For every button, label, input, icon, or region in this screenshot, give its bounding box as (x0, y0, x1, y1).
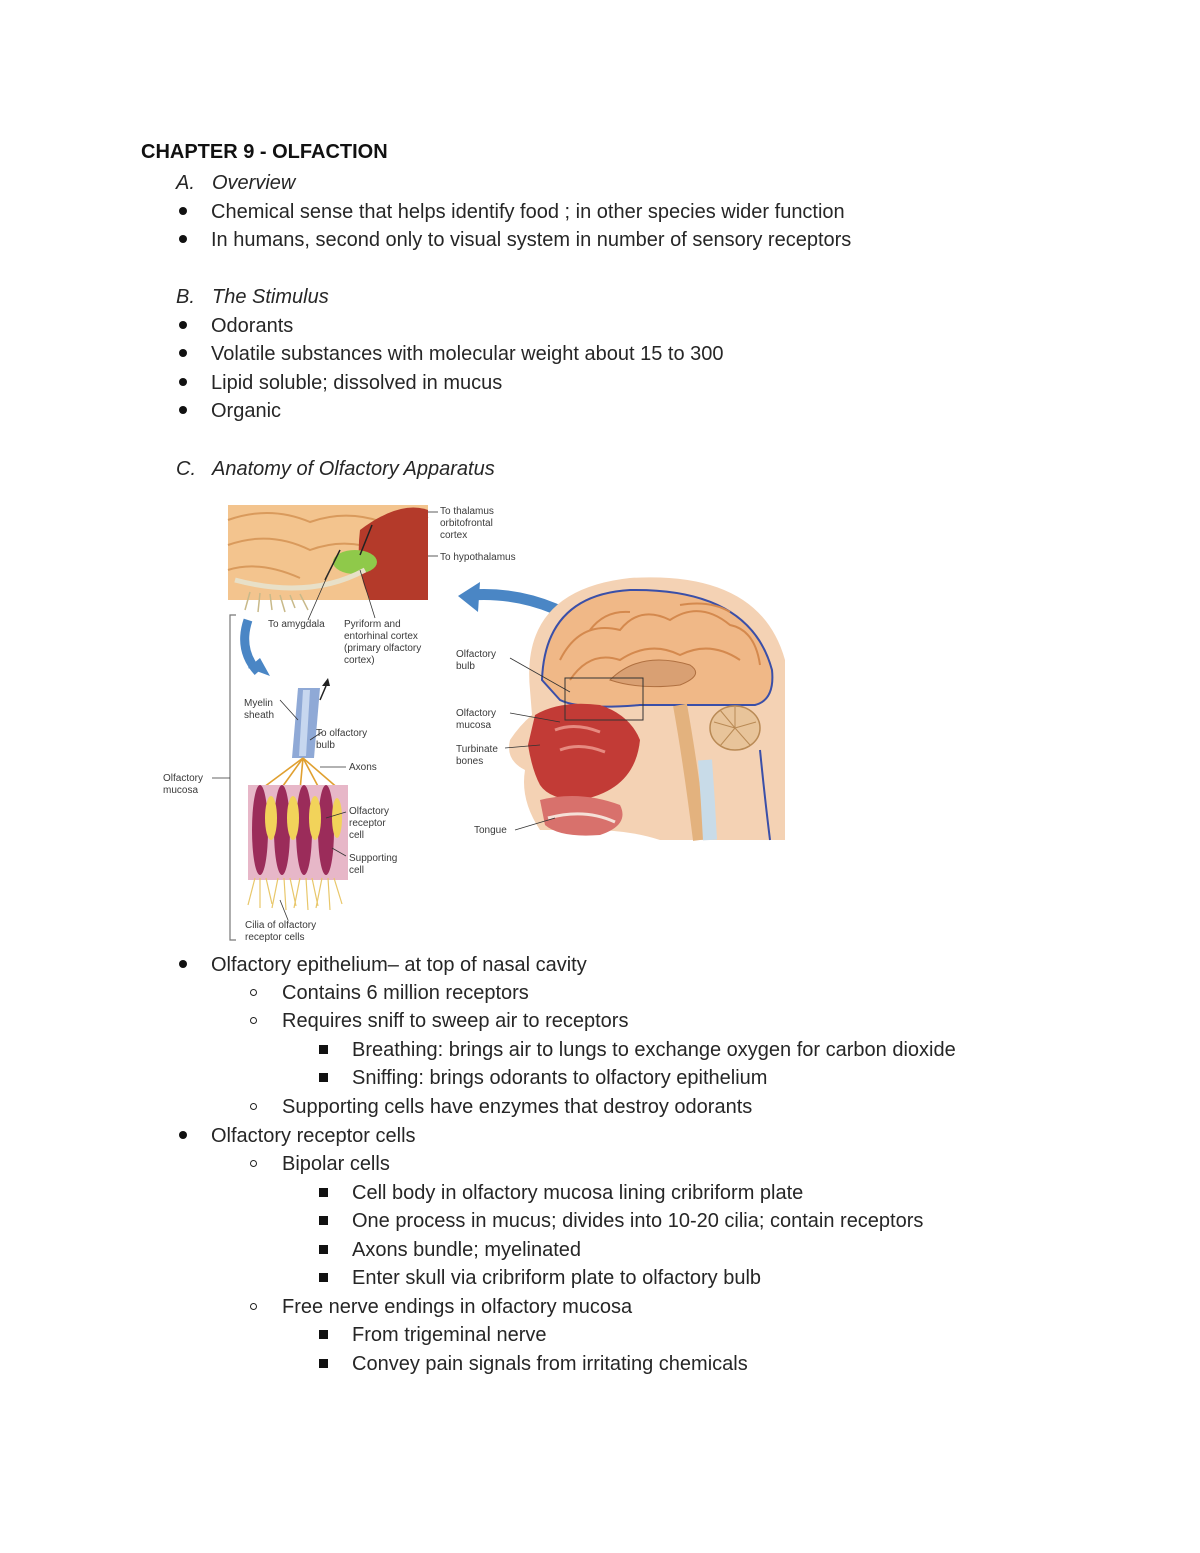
svg-text:mucosa: mucosa (163, 785, 198, 796)
svg-text:bulb: bulb (456, 661, 475, 672)
svg-text:receptor cells: receptor cells (245, 932, 304, 943)
bullet-icon (179, 378, 187, 386)
svg-text:sheath: sheath (244, 710, 274, 721)
bullet-icon (179, 1131, 187, 1139)
label-tongue: Tongue (474, 825, 507, 836)
svg-text:entorhinal cortex: entorhinal cortex (344, 631, 418, 642)
svg-text:bulb: bulb (316, 740, 335, 751)
square-bullet-icon (319, 1045, 328, 1054)
list-item: Chemical sense that helps identify food … (176, 200, 845, 224)
label-supporting-cell: Supporting (349, 853, 397, 864)
square-bullet-icon (319, 1216, 328, 1225)
list-item: Convey pain signals from irritating chem… (317, 1352, 748, 1376)
label-to-olfactory-bulb: To olfactory (316, 728, 367, 739)
svg-text:(primary olfactory: (primary olfactory (344, 643, 421, 654)
bullet-icon (179, 235, 187, 243)
label-olfactory-mucosa-left: Olfactory (163, 773, 203, 784)
list-item: Organic (176, 399, 281, 423)
hollow-bullet-icon (250, 1103, 257, 1110)
bullet-icon (179, 349, 187, 357)
section-a-heading: A. Overview (176, 171, 295, 195)
olfactory-anatomy-figure: To thalamus orbitofrontal cortex To hypo… (160, 500, 790, 945)
hollow-bullet-icon (250, 1303, 257, 1310)
axon-bundle (279, 678, 330, 758)
square-bullet-icon (319, 1273, 328, 1282)
square-bullet-icon (319, 1188, 328, 1197)
list-item: Free nerve endings in olfactory mucosa (247, 1295, 632, 1319)
section-c-letter: C. (176, 458, 196, 480)
label-turbinate-bones: Turbinate (456, 744, 498, 755)
square-bullet-icon (319, 1330, 328, 1339)
list-item: Supporting cells have enzymes that destr… (247, 1095, 752, 1119)
bullet-icon (179, 207, 187, 215)
list-item: Enter skull via cribriform plate to olfa… (317, 1266, 761, 1290)
section-a-title: Overview (212, 172, 296, 194)
list-item: Requires sniff to sweep air to receptors (247, 1009, 628, 1033)
section-c-heading: C. Anatomy of Olfactory Apparatus (176, 457, 495, 481)
label-to-hypothalamus: To hypothalamus (440, 552, 516, 563)
hollow-bullet-icon (250, 989, 257, 996)
list-item: Odorants (176, 314, 293, 338)
list-item: Bipolar cells (247, 1152, 390, 1176)
hollow-bullet-icon (250, 1017, 257, 1024)
bullet-icon (179, 321, 187, 329)
receptor-cell-layer (247, 757, 348, 921)
figure-labels: To thalamus orbitofrontal cortex To hypo… (163, 506, 516, 943)
svg-text:mucosa: mucosa (456, 720, 491, 731)
square-bullet-icon (319, 1073, 328, 1082)
list-item: From trigeminal nerve (317, 1323, 547, 1347)
label-axons: Axons (349, 762, 377, 773)
label-olfactory-bulb: Olfactory (456, 649, 496, 660)
label-olfactory-mucosa-right: Olfactory (456, 708, 496, 719)
list-item: Contains 6 million receptors (247, 981, 529, 1005)
svg-text:cell: cell (349, 865, 364, 876)
svg-text:orbitofrontal: orbitofrontal (440, 518, 493, 529)
label-cilia: Cilia of olfactory (245, 920, 316, 931)
section-a-letter: A. (176, 172, 195, 194)
list-item: Olfactory epithelium– at top of nasal ca… (176, 953, 587, 977)
list-item: Lipid soluble; dissolved in mucus (176, 371, 502, 395)
list-item: Cell body in olfactory mucosa lining cri… (317, 1181, 803, 1205)
list-item: Sniffing: brings odorants to olfactory e… (317, 1066, 767, 1090)
section-b-heading: B. The Stimulus (176, 285, 329, 309)
svg-text:cell: cell (349, 830, 364, 841)
svg-text:cortex): cortex) (344, 655, 375, 666)
label-pyriform: Pyriform and (344, 619, 401, 630)
square-bullet-icon (319, 1245, 328, 1254)
list-item: Breathing: brings air to lungs to exchan… (317, 1038, 956, 1062)
brain-base-inset (227, 505, 438, 621)
label-to-thalamus: To thalamus (440, 506, 494, 517)
section-b-letter: B. (176, 286, 195, 308)
list-item: Axons bundle; myelinated (317, 1238, 581, 1262)
label-to-amygdala: To amygdala (268, 619, 325, 630)
olfactory-anatomy-illustration: To thalamus orbitofrontal cortex To hypo… (163, 505, 785, 943)
section-c-title: Anatomy of Olfactory Apparatus (212, 458, 495, 480)
list-item: One process in mucus; divides into 10-20… (317, 1209, 923, 1233)
bullet-icon (179, 406, 187, 414)
svg-text:receptor: receptor (349, 818, 386, 829)
list-item: Volatile substances with molecular weigh… (176, 342, 724, 366)
square-bullet-icon (319, 1359, 328, 1368)
sagittal-head-illustration (504, 577, 785, 841)
label-olfactory-receptor-cell: Olfactory (349, 806, 389, 817)
chapter-title: CHAPTER 9 - OLFACTION (141, 141, 388, 163)
svg-text:cortex: cortex (440, 530, 467, 541)
list-item: In humans, second only to visual system … (176, 228, 851, 252)
hollow-bullet-icon (250, 1160, 257, 1167)
svg-text:bones: bones (456, 756, 483, 767)
label-myelin-sheath: Myelin (244, 698, 273, 709)
list-item: Olfactory receptor cells (176, 1124, 416, 1148)
section-b-title: The Stimulus (212, 286, 329, 308)
bullet-icon (179, 960, 187, 968)
